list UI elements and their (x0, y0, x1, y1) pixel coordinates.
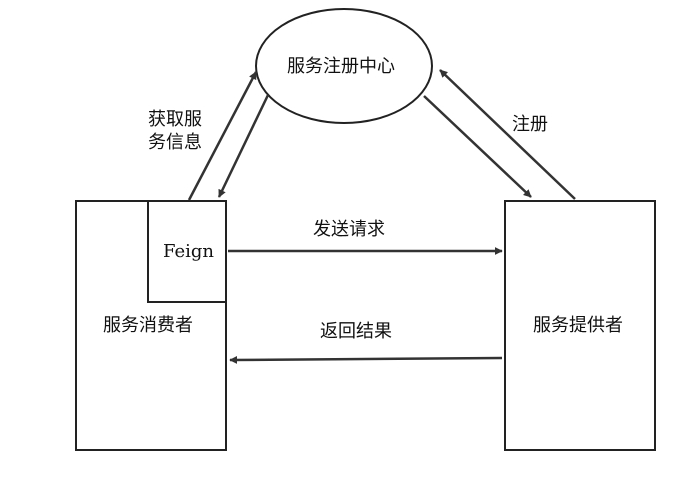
return-result-label: 返回结果 (320, 321, 392, 342)
consumer-label: 服务消费者 (103, 315, 193, 336)
send-request-label: 发送请求 (313, 219, 385, 240)
registry-label: 服务注册中心 (287, 56, 395, 77)
return-result-arrow (229, 355, 503, 364)
feign-label: Feign (163, 241, 215, 262)
register-arrow (439, 69, 576, 200)
get-info-arrow-down (217, 94, 270, 198)
feign-box (147, 200, 227, 303)
get-info-arrow-up (187, 71, 258, 201)
registry-ellipse (255, 8, 433, 124)
provider-box (504, 200, 656, 451)
registry-to-provider-arrow (423, 95, 532, 198)
provider-label: 服务提供者 (533, 315, 623, 336)
get-info-label-line2: 务信息 (148, 132, 202, 153)
register-label: 注册 (512, 114, 548, 135)
get-info-label-line1: 获取服 (148, 109, 202, 130)
